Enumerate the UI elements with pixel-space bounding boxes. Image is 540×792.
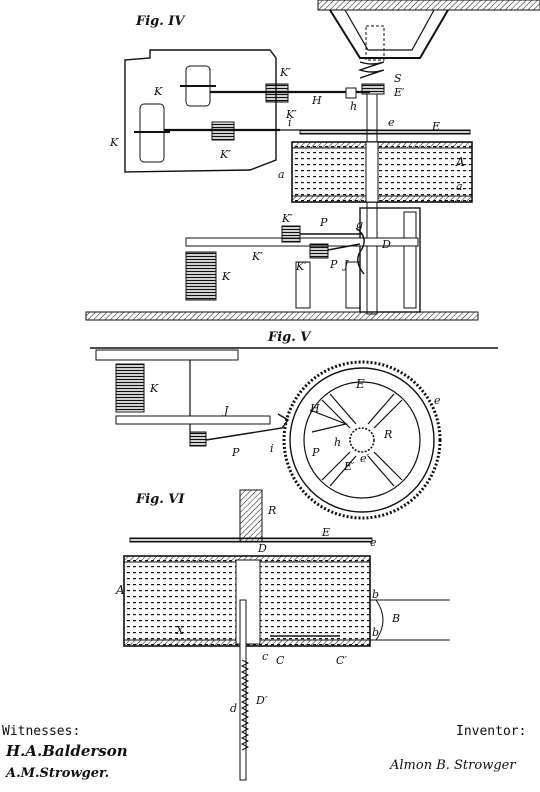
mounting-plate — [124, 49, 277, 173]
svg-text:C′: C′ — [336, 654, 347, 667]
fig6-title: Fig. VI — [136, 492, 185, 507]
fig6-drawing: R E e D A b B b X c C C′ d D′ — [115, 489, 450, 781]
svg-text:A: A — [455, 155, 465, 169]
svg-text:H: H — [309, 402, 320, 415]
ceiling-bar — [317, 0, 540, 11]
svg-text:K: K — [221, 270, 231, 283]
witness-signature-2: A.M.Strowger. — [6, 766, 110, 781]
svg-text:K′: K′ — [295, 260, 307, 273]
svg-text:P: P — [329, 258, 338, 271]
svg-text:B: B — [391, 612, 400, 625]
svg-text:K′: K′ — [285, 108, 297, 121]
witness-signature-1: H.A.Balderson — [6, 742, 128, 760]
fig5-title: Fig. V — [268, 330, 311, 345]
hanger-bracket — [329, 9, 449, 59]
svg-text:i: i — [288, 116, 292, 129]
ratchet-block-lower — [211, 121, 235, 141]
svg-text:h: h — [334, 436, 341, 449]
svg-text:e: e — [434, 394, 441, 407]
contact-cylinder — [291, 141, 473, 203]
ratchet-block-upper — [265, 83, 289, 103]
svg-text:d: d — [230, 702, 237, 715]
fig5-drawing: K J i P E e H h R P E′ e′ — [90, 347, 498, 520]
svg-text:C: C — [276, 654, 285, 667]
svg-text:e′: e′ — [360, 452, 370, 465]
svg-text:g: g — [356, 218, 363, 231]
gear-wheel-edge — [299, 129, 471, 135]
fig4-drawing: K K K′ K′ K′ H h i S E′ e E a A a K′ P g… — [85, 0, 540, 321]
svg-text:K′: K′ — [279, 66, 291, 79]
fig4-title: Fig. IV — [136, 14, 185, 29]
svg-text:e: e — [370, 536, 377, 549]
svg-text:P: P — [231, 446, 240, 459]
svg-text:b: b — [372, 626, 379, 639]
svg-text:E′: E′ — [343, 460, 355, 473]
svg-text:X: X — [175, 624, 185, 637]
svg-text:H: H — [311, 94, 322, 107]
svg-text:S: S — [394, 72, 402, 85]
svg-text:h: h — [350, 100, 357, 113]
svg-text:E: E — [431, 120, 440, 133]
svg-text:e: e — [388, 116, 395, 129]
fig5-gear-teeth — [282, 360, 442, 520]
magnet-pair-upper — [180, 65, 216, 107]
svg-text:K: K — [153, 85, 163, 98]
svg-text:K: K — [109, 136, 119, 149]
spring — [357, 61, 385, 79]
fig6-top-shaft — [239, 489, 263, 543]
svg-text:E: E — [321, 526, 330, 539]
svg-text:K′: K′ — [281, 212, 293, 225]
svg-text:D: D — [381, 238, 391, 251]
svg-text:P: P — [319, 216, 328, 229]
magnet-pair-lower — [134, 103, 170, 163]
svg-text:K: K — [149, 382, 159, 395]
base-plate — [85, 311, 479, 321]
svg-text:R: R — [267, 504, 276, 517]
svg-text:P: P — [311, 446, 320, 459]
vertical-shaft — [366, 93, 378, 315]
svg-text:E: E — [355, 377, 365, 391]
svg-text:J: J — [222, 404, 229, 417]
svg-text:A: A — [115, 583, 125, 597]
svg-text:E′: E′ — [393, 86, 405, 99]
svg-text:R: R — [383, 428, 392, 441]
svg-text:i: i — [270, 442, 274, 455]
svg-text:J: J — [342, 258, 349, 271]
witnesses-label: Witnesses: — [2, 724, 81, 739]
lower-magnet — [185, 251, 217, 301]
svg-text:K′: K′ — [219, 148, 231, 161]
svg-text:a: a — [278, 168, 285, 181]
svg-text:D: D — [257, 542, 267, 555]
svg-text:K′: K′ — [251, 250, 263, 263]
inventor-label: Inventor: — [456, 724, 527, 739]
fig5-magnet — [115, 363, 145, 413]
inventor-signature: Almon B. Strowger — [390, 758, 516, 773]
svg-text:b: b — [372, 588, 379, 601]
svg-text:D′: D′ — [255, 694, 268, 707]
svg-text:a: a — [456, 180, 463, 193]
svg-text:c: c — [262, 650, 268, 663]
